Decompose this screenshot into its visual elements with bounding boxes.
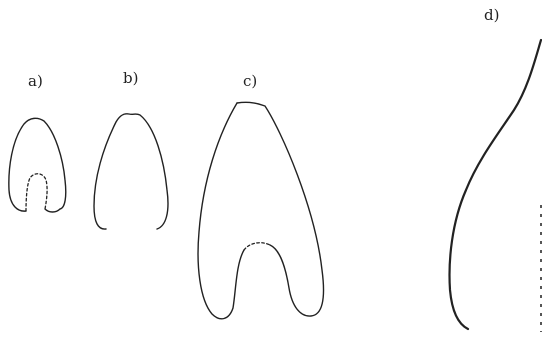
shape-a-outline bbox=[8, 117, 67, 212]
shape-d-curve bbox=[448, 38, 542, 331]
shape-b-outline bbox=[93, 113, 169, 230]
label-d: d) bbox=[484, 6, 500, 24]
shape-a bbox=[8, 117, 67, 213]
shape-a-right-foot bbox=[44, 208, 61, 213]
shape-c-notch bbox=[243, 242, 271, 251]
shape-c bbox=[197, 101, 325, 320]
shape-c-outline bbox=[236, 101, 325, 317]
shape-a-notch bbox=[25, 173, 48, 212]
label-b: b) bbox=[123, 69, 139, 87]
label-c: c) bbox=[243, 72, 258, 90]
shape-d bbox=[448, 38, 542, 332]
shape-c-left bbox=[197, 102, 245, 320]
shape-b bbox=[93, 113, 169, 230]
label-a: a) bbox=[28, 72, 43, 90]
